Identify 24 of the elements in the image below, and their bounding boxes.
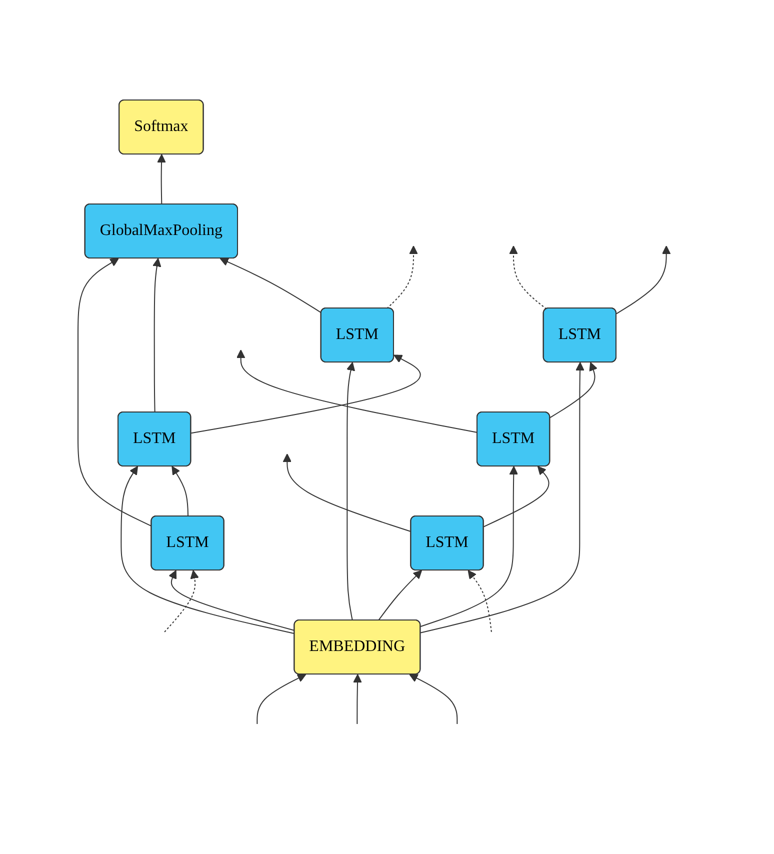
arrow xyxy=(468,570,492,632)
arrow xyxy=(483,466,550,528)
arrow xyxy=(352,674,362,724)
arrow xyxy=(152,258,162,413)
arrow xyxy=(420,362,584,634)
arrow xyxy=(77,258,152,527)
arrow xyxy=(256,674,306,724)
arrow xyxy=(420,466,518,628)
arrow xyxy=(346,362,355,621)
arrow xyxy=(236,350,478,434)
arrow xyxy=(409,674,458,724)
arrow xyxy=(220,258,322,314)
arrow xyxy=(168,570,295,631)
arrow xyxy=(386,246,418,309)
arrow xyxy=(508,246,547,310)
arrow xyxy=(120,466,295,634)
arrow xyxy=(550,362,598,418)
arrow xyxy=(190,354,421,434)
arrow xyxy=(282,454,412,532)
arrow xyxy=(616,246,671,314)
arrow xyxy=(172,466,188,517)
arrow xyxy=(156,154,166,205)
arrow xyxy=(164,570,199,632)
arrow xyxy=(378,570,422,621)
